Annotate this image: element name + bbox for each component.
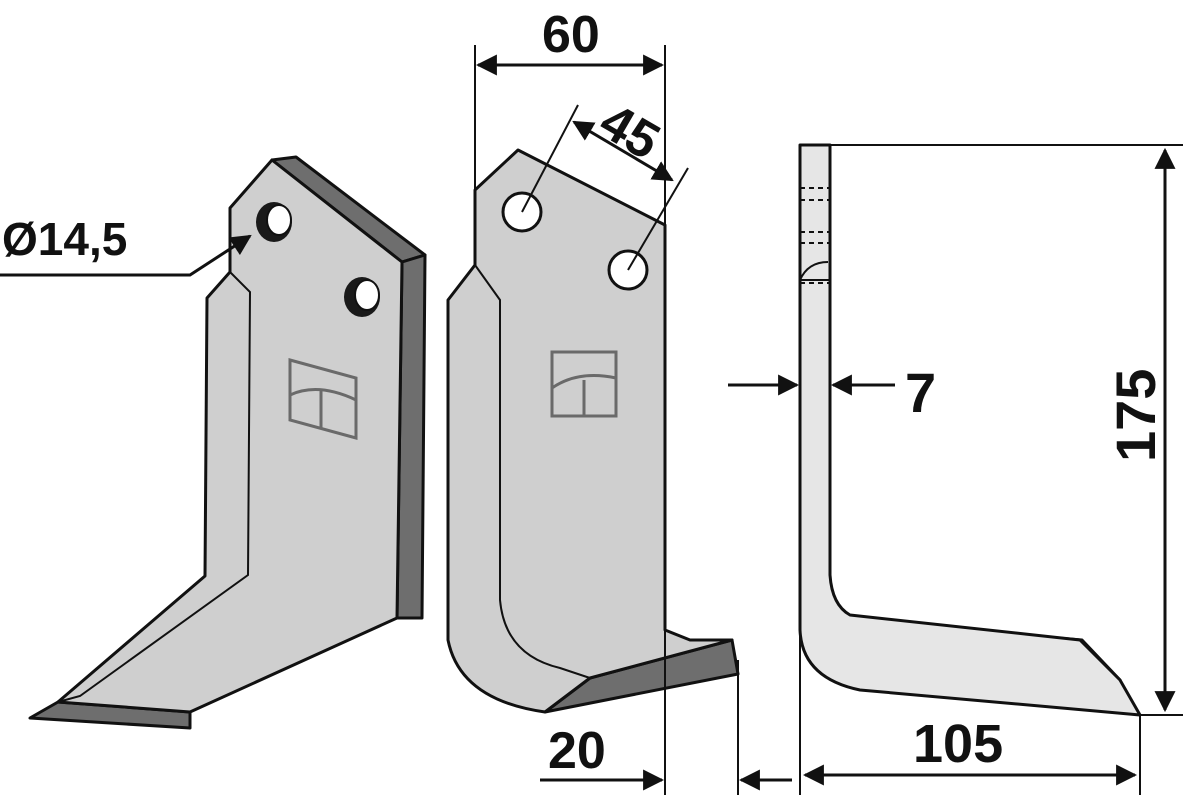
dim-hole-spacing-label: 45 <box>590 92 669 171</box>
dimension-offset-20: 20 <box>540 660 792 795</box>
blade-left-view <box>28 155 427 730</box>
blade-side-upper <box>799 144 831 281</box>
blade-left-edge-strip <box>57 270 252 703</box>
dimension-height-175: 175 <box>830 144 1183 716</box>
dim-hole-diameter-label: Ø14,5 <box>2 213 127 265</box>
dimension-length-105: 105 <box>799 630 1141 795</box>
blade-middle-face <box>446 148 734 714</box>
manufacturer-logo-middle <box>550 350 618 418</box>
blade-middle-view <box>446 148 740 714</box>
dimension-thickness-7: 7 <box>728 361 936 424</box>
dim-width-label: 60 <box>542 6 600 64</box>
dim-offset-label: 20 <box>548 722 606 780</box>
dim-thickness-label: 7 <box>905 361 936 424</box>
blade-side-profile <box>798 143 1142 717</box>
blade-side-view <box>798 143 1142 717</box>
manufacturer-logo-left <box>288 358 358 440</box>
blade-middle-edge-strip <box>447 263 593 714</box>
dimension-hole-diameter: Ø14,5 <box>0 213 252 277</box>
dim-length-label: 105 <box>913 714 1003 774</box>
dim-height-label: 175 <box>1104 369 1167 462</box>
hidden-hole-lines <box>800 187 830 284</box>
